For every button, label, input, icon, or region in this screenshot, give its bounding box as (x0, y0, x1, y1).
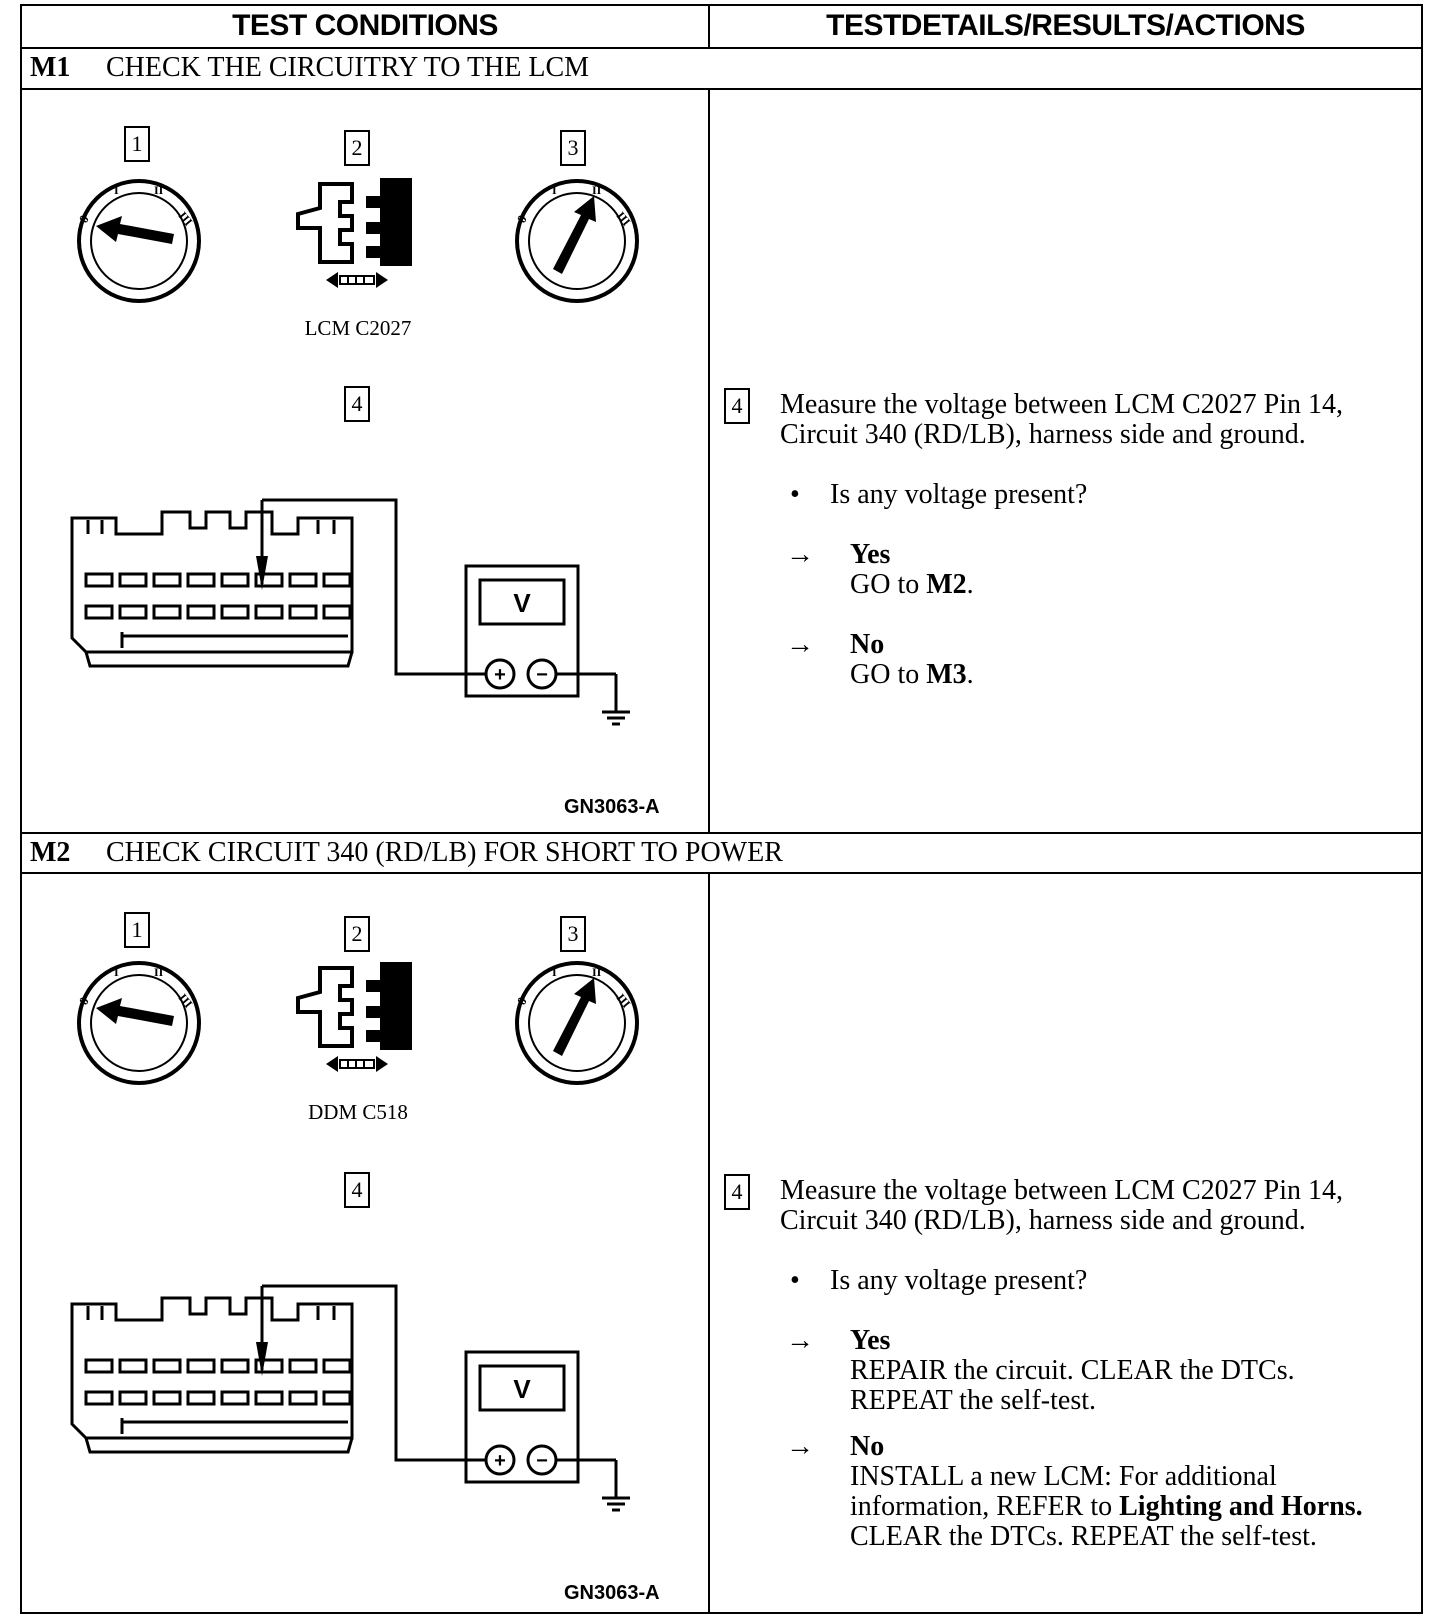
m2-section-title: M2 CHECK CIRCUIT 340 (RD/LB) FOR SHORT TO… (30, 835, 783, 871)
svg-text:I: I (114, 183, 119, 197)
m1-step-2-box: 2 (344, 130, 370, 166)
table-right-border (1421, 4, 1423, 1614)
m1-question-text: Is any voltage present? (830, 479, 1088, 510)
m2-no-label: No (850, 1431, 885, 1462)
m2-connector-caption: DDM C518 (308, 1100, 408, 1124)
m2-voltmeter-diagram: V + − (70, 1284, 630, 1512)
m2-instruction-line1: Measure the voltage between LCM C2027 Pi… (780, 1175, 1344, 1206)
m1-step-1-box: 1 (124, 126, 150, 162)
m1-no-action-prefix: GO to (850, 659, 927, 690)
table-bottom-border (20, 1612, 1423, 1614)
m2-yes-action-line1: REPAIR the circuit. CLEAR the DTCs. (850, 1355, 1295, 1386)
m1-question: • Is any voltage present? (790, 480, 1087, 510)
m1-detail-step-box: 4 (724, 388, 750, 424)
m2-ignition-off-icon: 0 I II III (76, 961, 201, 1085)
m2-detail-step-box: 4 (724, 1174, 750, 1210)
m2-connector-disconnect-icon (296, 962, 412, 1072)
column-divider-m2 (708, 872, 710, 1614)
m1-meter-plus: + (494, 664, 506, 686)
m1-yes-response: Yes GO to M2. (850, 540, 1430, 600)
m2-no-response: No INSTALL a new LCM: For additional inf… (850, 1432, 1430, 1552)
m1-section-title: M1 CHECK THE CIRCUITRY TO THE LCM (30, 50, 589, 86)
m1-instruction-line2: Circuit 340 (RD/LB), harness side and gr… (780, 419, 1306, 450)
m1-no-response: No GO to M3. (850, 630, 1430, 690)
m2-title-bottom-border (20, 872, 1423, 874)
m1-figure-id: GN3063-A (564, 796, 660, 818)
m2-bullet: • (790, 1265, 800, 1296)
column-divider-header (708, 4, 710, 48)
m2-meter-label: V (513, 1374, 531, 1404)
m2-meter-minus: − (536, 1450, 548, 1472)
svg-text:II: II (154, 183, 164, 197)
header-test-conditions: TEST CONDITIONS (232, 9, 498, 42)
m2-question: • Is any voltage present? (790, 1266, 1087, 1296)
svg-text:I: I (552, 183, 557, 197)
m1-no-action-suffix: . (966, 659, 974, 690)
m1-yes-label: Yes (850, 539, 891, 570)
m1-instruction: Measure the voltage between LCM C2027 Pi… (780, 390, 1420, 450)
m2-no-action-line2: information, REFER to Lighting and Horns… (850, 1492, 1430, 1522)
m2-title-top-border (20, 832, 1423, 834)
column-divider-m1 (708, 88, 710, 833)
m2-ignition-on-icon: 0 I II III (514, 961, 639, 1085)
m2-step-2-box: 2 (344, 916, 370, 952)
m1-yes-action-suffix: . (966, 569, 974, 600)
header-bottom-border (20, 47, 1423, 49)
svg-text:II: II (592, 183, 602, 197)
m1-step-3-box: 3 (560, 130, 586, 166)
m1-code: M1 (30, 52, 71, 83)
m1-no-label: No (850, 629, 885, 660)
m1-yes-arrow-icon: → (786, 539, 814, 570)
m1-title: CHECK THE CIRCUITRY TO THE LCM (106, 52, 590, 83)
svg-text:II: II (592, 965, 602, 979)
m2-meter-plus: + (494, 1450, 506, 1472)
m2-question-text: Is any voltage present? (830, 1265, 1088, 1296)
svg-text:I: I (114, 965, 119, 979)
m2-title: CHECK CIRCUIT 340 (RD/LB) FOR SHORT TO P… (106, 837, 783, 868)
m2-step-1-box: 1 (124, 912, 150, 948)
m1-no-arrow-icon: → (786, 629, 814, 660)
m2-figure-id: GN3063-A (564, 1582, 660, 1604)
m2-yes-action-line2: REPEAT the self-test. (850, 1385, 1097, 1416)
m2-instruction-line2: Circuit 340 (RD/LB), harness side and gr… (780, 1205, 1306, 1236)
svg-text:II: II (154, 965, 164, 979)
m1-meter-label: V (513, 588, 531, 618)
m2-no-action-reference: Lighting and Horns. (1119, 1491, 1363, 1522)
m1-title-border (20, 88, 1423, 90)
m1-meter-minus: − (536, 664, 548, 686)
m2-instruction: Measure the voltage between LCM C2027 Pi… (780, 1176, 1420, 1236)
table-top-border (20, 4, 1423, 6)
m1-connector-disconnect-icon (296, 178, 412, 288)
m1-instruction-line1: Measure the voltage between LCM C2027 Pi… (780, 389, 1344, 420)
m1-yes-action-target: M2 (926, 569, 967, 600)
m2-step-3-box: 3 (560, 916, 586, 952)
m2-code: M2 (30, 837, 71, 868)
header-test-details: TESTDETAILS/RESULTS/ACTIONS (826, 9, 1305, 42)
svg-text:I: I (552, 965, 557, 979)
m1-no-action-target: M3 (926, 659, 967, 690)
m1-connector-caption: LCM C2027 (304, 316, 412, 340)
m1-ignition-on-icon: 0 I II III (514, 179, 639, 303)
m1-ignition-off-icon: 0 I II III (76, 179, 201, 303)
m1-yes-action-prefix: GO to (850, 569, 927, 600)
m2-yes-label: Yes (850, 1325, 891, 1356)
m2-yes-arrow-icon: → (786, 1325, 814, 1356)
m2-no-arrow-icon: → (786, 1431, 814, 1462)
m2-step-4-box: 4 (344, 1172, 370, 1208)
m2-no-action-line1: INSTALL a new LCM: For additional (850, 1461, 1277, 1492)
table-left-border (20, 4, 22, 1614)
m1-step-4-box: 4 (344, 386, 370, 422)
m1-bullet: • (790, 479, 800, 510)
m2-no-action-line2-prefix: information, REFER to (850, 1491, 1120, 1522)
m1-voltmeter-diagram: V + − (70, 498, 630, 726)
m2-no-action-line3: CLEAR the DTCs. REPEAT the self-test. (850, 1521, 1317, 1552)
m2-yes-response: Yes REPAIR the circuit. CLEAR the DTCs. … (850, 1326, 1430, 1416)
